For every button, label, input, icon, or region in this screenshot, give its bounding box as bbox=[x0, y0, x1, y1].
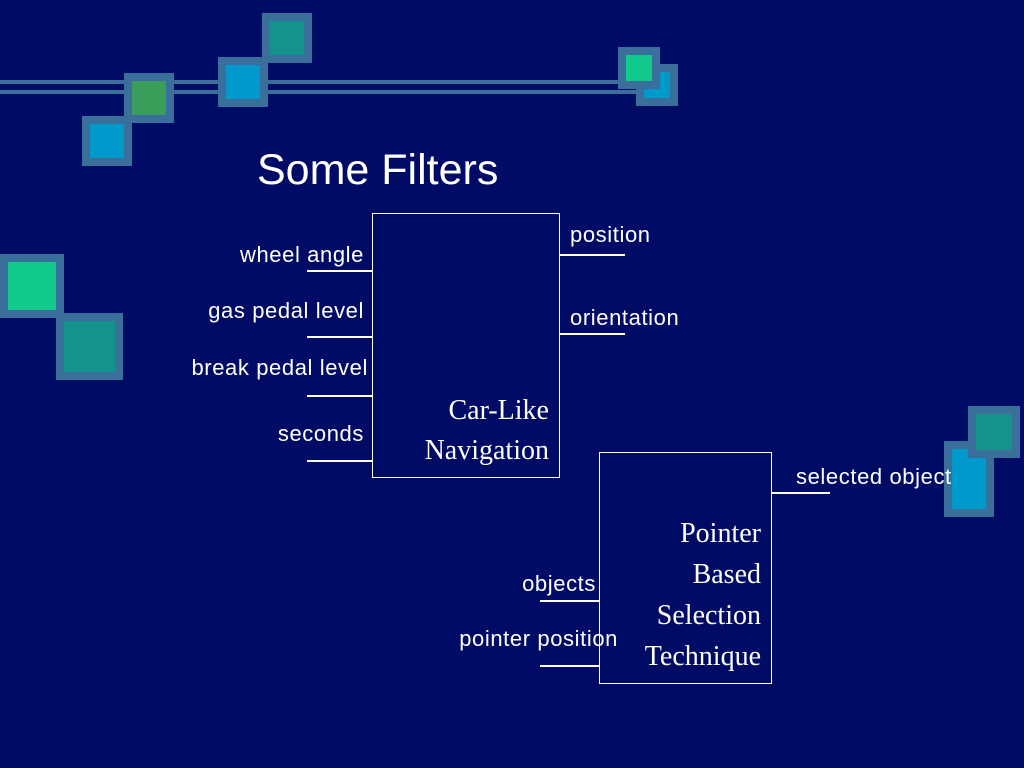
input-label-gas-pedal-level: gas pedal level bbox=[208, 298, 364, 323]
box-label-line: Technique bbox=[644, 641, 761, 672]
decor-square bbox=[82, 116, 132, 166]
output-label-selected-object: selected object bbox=[796, 464, 952, 489]
decor-line-bottom bbox=[0, 90, 650, 94]
box-label-line: Selection bbox=[656, 600, 761, 631]
input-label-seconds: seconds bbox=[277, 421, 364, 446]
input-label-objects: objects bbox=[522, 571, 596, 596]
decor-square bbox=[0, 254, 64, 318]
input-wire bbox=[540, 665, 599, 667]
input-label-break-pedal-level: break pedal level bbox=[191, 355, 368, 380]
output-label-orientation: orientation bbox=[570, 305, 680, 330]
car-like-navigation-label: Car-Like Navigation bbox=[425, 391, 549, 471]
pointer-selection-label: Pointer Based Selection Technique bbox=[645, 513, 761, 677]
box-label-line: Car-Like bbox=[448, 395, 549, 426]
decor-line-top bbox=[0, 80, 650, 84]
decor-square bbox=[968, 406, 1020, 458]
decor-square bbox=[124, 73, 174, 123]
output-wire bbox=[560, 333, 625, 335]
output-wire bbox=[560, 254, 625, 256]
input-label-pointer-position: pointer position bbox=[459, 626, 618, 651]
pointer-selection-box: Pointer Based Selection Technique bbox=[599, 452, 772, 684]
decor-square bbox=[56, 313, 123, 380]
input-label-wheel-angle: wheel angle bbox=[239, 242, 364, 267]
decor-square bbox=[618, 47, 660, 89]
box-label-line: Based bbox=[692, 559, 761, 590]
output-label-position: position bbox=[570, 222, 651, 247]
input-wire bbox=[307, 336, 372, 338]
box-label-line: Navigation bbox=[424, 435, 549, 466]
box-label-line: Pointer bbox=[680, 518, 761, 549]
decor-square bbox=[218, 57, 268, 107]
decor-square bbox=[262, 13, 312, 63]
car-like-navigation-box: Car-Like Navigation bbox=[372, 213, 560, 478]
input-wire bbox=[307, 270, 372, 272]
input-wire bbox=[307, 395, 372, 397]
output-wire bbox=[772, 492, 830, 494]
slide-title: Some Filters bbox=[257, 146, 499, 194]
input-wire bbox=[307, 460, 372, 462]
input-wire bbox=[540, 600, 599, 602]
